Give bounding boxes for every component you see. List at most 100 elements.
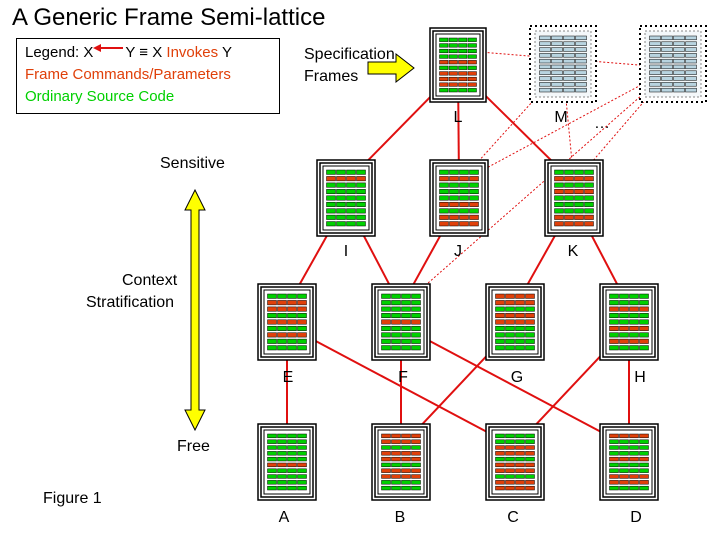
frame-A-row-3 <box>267 451 277 456</box>
frame-I-row-3 <box>326 189 336 195</box>
frame-L-row-8 <box>448 82 458 87</box>
frame-D-row-7 <box>609 474 619 479</box>
frame-E-row-4 <box>287 319 297 325</box>
frame-N-row-7 <box>661 76 673 81</box>
figure-label: Figure 1 <box>43 490 102 507</box>
frame-D-row-0 <box>619 433 629 439</box>
frame-F-row-6 <box>411 332 421 338</box>
frame-H-row-0 <box>619 293 629 299</box>
frame-C-row-9 <box>495 485 505 491</box>
frame-N-row-8 <box>673 82 685 87</box>
frame-N-row-2 <box>661 47 673 52</box>
frame-B-row-0 <box>391 433 401 439</box>
frame-C-row-4 <box>525 456 535 462</box>
frame-C-row-8 <box>525 480 535 485</box>
frame-L-row-7 <box>467 76 477 82</box>
frame-K-row-7 <box>564 214 574 220</box>
frame-M-row-9 <box>551 87 563 93</box>
frame-A-row-6 <box>267 468 277 473</box>
frame-H-row-7 <box>629 338 639 344</box>
frame-B-row-4 <box>391 456 401 462</box>
frame-H-row-5 <box>629 325 639 331</box>
frame-J-row-3 <box>449 189 459 195</box>
frame-G-row-5 <box>495 325 505 331</box>
frame-L-row-2 <box>448 48 458 54</box>
frame-M-row-1 <box>575 41 587 46</box>
frame-E-row-6 <box>297 332 307 338</box>
frame-J-row-3 <box>439 189 449 195</box>
frame-D-row-9 <box>629 485 639 491</box>
frame-L-row-4 <box>439 60 449 65</box>
frame-M-row-3 <box>551 53 563 58</box>
frame-A-row-5 <box>277 462 287 468</box>
frame-A-row-7 <box>277 474 287 479</box>
frame-K-row-5 <box>584 201 594 207</box>
frame-G-row-6 <box>495 332 505 338</box>
frame-I-row-8 <box>326 221 336 227</box>
frame-M-row-8 <box>539 82 551 87</box>
frame-G-row-1 <box>495 300 505 306</box>
frame-G-row-8 <box>495 345 505 351</box>
frame-label-K: K <box>568 243 579 260</box>
frame-G-row-3 <box>515 313 525 319</box>
frame-C-row-5 <box>515 462 525 468</box>
frame-B-row-5 <box>411 462 421 468</box>
frame-C-row-7 <box>515 474 525 479</box>
frame-A-row-6 <box>277 468 287 473</box>
frame-G <box>485 283 545 361</box>
frame-A-row-2 <box>297 445 307 450</box>
frame-L-row-3 <box>467 54 477 59</box>
frame-N-row-0 <box>649 35 661 41</box>
frame-B-row-1 <box>381 439 391 444</box>
frame-label-E: E <box>283 369 294 386</box>
frame-L-row-1 <box>439 43 449 48</box>
frame-N-row-4 <box>685 58 697 64</box>
frame-H-row-2 <box>619 306 629 312</box>
frame-A-row-0 <box>267 433 277 439</box>
frame-F-row-2 <box>381 306 391 312</box>
frame-H-row-3 <box>639 313 649 319</box>
frame-H-row-2 <box>609 306 619 312</box>
frame-A-row-4 <box>287 456 297 462</box>
frame-H-row-4 <box>609 319 619 325</box>
frame-E-row-7 <box>287 338 297 344</box>
ellipsis-label: … <box>594 115 610 132</box>
frame-E-row-0 <box>297 293 307 299</box>
frame-G-row-1 <box>525 300 535 306</box>
frame-label-A: A <box>279 509 290 526</box>
frame-J-row-4 <box>439 195 449 201</box>
frame-A-row-7 <box>297 474 307 479</box>
frame-A-row-9 <box>267 485 277 491</box>
frame-label-D: D <box>630 509 642 526</box>
frame-J-row-8 <box>469 221 479 227</box>
frame-B-row-6 <box>381 468 391 473</box>
frame-E-row-6 <box>287 332 297 338</box>
frame-J-row-5 <box>449 201 459 207</box>
frame-B-row-8 <box>391 480 401 485</box>
frame-A-row-2 <box>287 445 297 450</box>
frame-M-row-7 <box>575 76 587 81</box>
frame-I-row-6 <box>356 208 366 214</box>
frame-A-row-8 <box>297 480 307 485</box>
frame-H-row-8 <box>639 345 649 351</box>
frame-A-row-2 <box>267 445 277 450</box>
frame-M-row-1 <box>563 41 575 46</box>
axis-bottom-label: Free <box>177 438 210 455</box>
frame-I-row-1 <box>346 176 356 182</box>
frame-K-row-6 <box>584 208 594 214</box>
frame-L-row-2 <box>467 48 477 54</box>
frame-B-row-0 <box>401 433 411 439</box>
frame-F-row-1 <box>391 300 401 306</box>
frame-L-row-1 <box>458 43 468 48</box>
frame-C-row-4 <box>505 456 515 462</box>
frame-D-row-8 <box>609 480 619 485</box>
frame-F-row-4 <box>411 319 421 325</box>
frame-J <box>429 159 489 237</box>
frame-M-row-6 <box>575 70 587 75</box>
frame-L-row-5 <box>467 65 477 70</box>
frame-N-row-3 <box>661 53 673 58</box>
frame-K-row-7 <box>554 214 564 220</box>
frame-I-row-0 <box>346 169 356 175</box>
frame-N-row-1 <box>661 41 673 46</box>
